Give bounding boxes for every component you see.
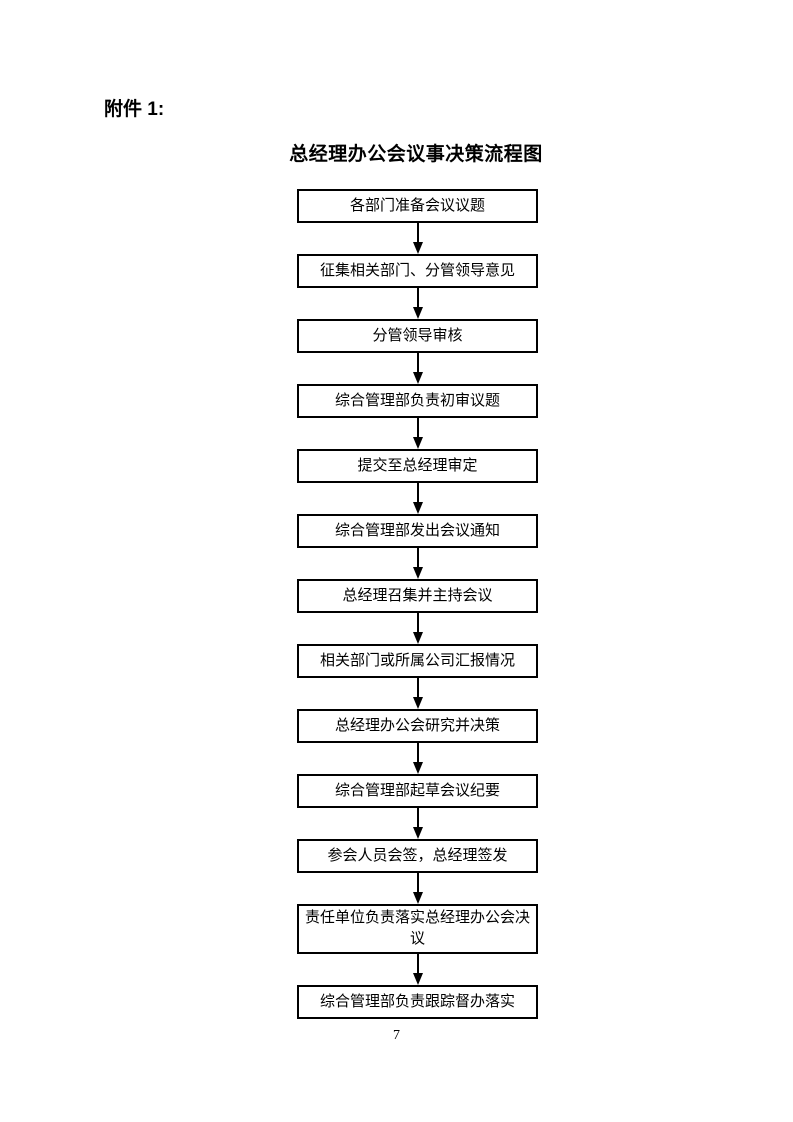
flow-step-10: 综合管理部起草会议纪要 (297, 774, 538, 808)
arrow-down-icon (297, 418, 538, 449)
flow-step-label: 参会人员会签，总经理签发 (327, 847, 508, 864)
flow-step-8: 相关部门或所属公司汇报情况 (297, 644, 538, 678)
flow-step-6: 综合管理部发出会议通知 (297, 514, 538, 548)
flow-step-label: 综合管理部起草会议纪要 (334, 782, 500, 799)
flow-step-label: 各部门准备会议议题 (349, 197, 485, 214)
arrow-down-icon (297, 548, 538, 579)
flowchart: 各部门准备会议议题 征集相关部门、分管领导意见 分管领导审核 综合管理部负责初审… (297, 189, 538, 1019)
flow-step-label: 征集相关部门、分管领导意见 (319, 262, 515, 279)
flow-step-4: 综合管理部负责初审议题 (297, 384, 538, 418)
flow-step-label: 责任单位负责落实总经理办公会决议 (304, 910, 530, 947)
flow-step-label: 综合管理部负责跟踪督办落实 (319, 993, 515, 1010)
flow-step-3: 分管领导审核 (297, 319, 538, 353)
arrow-down-icon (297, 743, 538, 774)
flow-step-7: 总经理召集并主持会议 (297, 579, 538, 613)
flow-step-label: 提交至总经理审定 (357, 457, 478, 474)
flow-step-label: 总经理办公会研究并决策 (334, 717, 500, 734)
arrow-down-icon (297, 873, 538, 904)
flow-step-label: 相关部门或所属公司汇报情况 (319, 652, 515, 669)
flow-step-5: 提交至总经理审定 (297, 449, 538, 483)
flow-step-1: 各部门准备会议议题 (297, 189, 538, 223)
arrow-down-icon (297, 678, 538, 709)
flow-step-label: 总经理召集并主持会议 (342, 587, 493, 604)
arrow-down-icon (297, 954, 538, 985)
arrow-down-icon (297, 288, 538, 319)
arrow-down-icon (297, 483, 538, 514)
flow-step-label: 综合管理部发出会议通知 (334, 522, 500, 539)
arrow-down-icon (297, 353, 538, 384)
arrow-down-icon (297, 808, 538, 839)
arrow-down-icon (297, 613, 538, 644)
flow-step-2: 征集相关部门、分管领导意见 (297, 254, 538, 288)
flow-step-13: 综合管理部负责跟踪督办落实 (297, 985, 538, 1019)
flow-step-label: 分管领导审核 (372, 327, 463, 344)
flow-step-label: 综合管理部负责初审议题 (334, 392, 500, 409)
flow-step-12: 责任单位负责落实总经理办公会决议 (297, 904, 538, 954)
attachment-label: 附件 1: (104, 99, 165, 120)
flow-step-11: 参会人员会签，总经理签发 (297, 839, 538, 873)
page-number: 7 (393, 1028, 400, 1043)
flow-step-9: 总经理办公会研究并决策 (297, 709, 538, 743)
page-title: 总经理办公会议事决策流程图 (289, 144, 543, 165)
arrow-down-icon (297, 223, 538, 254)
